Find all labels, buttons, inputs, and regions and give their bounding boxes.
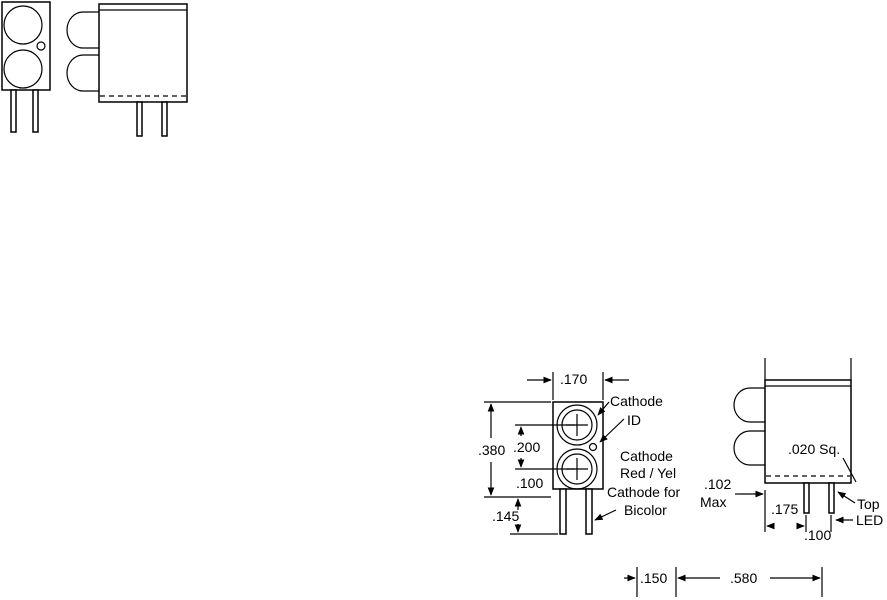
thumbnail-side-view — [66, 3, 188, 137]
dim-145-label: .145 — [492, 508, 519, 524]
cathode-note-line1: Cathode — [620, 448, 673, 464]
thumb-side-lead — [136, 101, 143, 137]
dim-100-left-label: .100 — [516, 475, 543, 491]
front-dimensions: .170 .380 .200 .100 .145 Cathode ID Cath… — [478, 371, 680, 535]
dim-102-label: .102 — [704, 476, 731, 492]
thumb-lead — [32, 89, 39, 133]
max-label: Max — [700, 494, 726, 510]
side-housing — [764, 379, 852, 484]
top-label: Top — [857, 496, 880, 512]
dim-100-right-label: .100 — [804, 527, 831, 543]
dim-380-label: .380 — [478, 442, 505, 458]
dim-170-label: .170 — [560, 371, 587, 387]
thumb-upper-led-lens — [3, 5, 43, 45]
thumbnail-front-view — [1, 1, 51, 133]
cathode-note-line4: Bicolor — [624, 502, 667, 518]
cathode-id-label-line2: ID — [627, 412, 641, 428]
dim-175-label: .175 — [771, 501, 798, 517]
thumb-side-lead — [161, 101, 168, 137]
front-lead — [585, 488, 593, 535]
front-lead — [559, 488, 567, 535]
thumb-lower-led-lens — [3, 49, 43, 89]
front-view — [552, 401, 604, 535]
side-dimensions: .020 Sq. .102 Max .175 .100 Top LED .150… — [624, 441, 883, 597]
thumb-lead — [10, 89, 17, 133]
side-lead — [828, 482, 835, 514]
dim-020-sq-label: .020 Sq. — [788, 441, 840, 457]
cathode-note-line3: Cathode for — [607, 484, 680, 500]
cathode-note-line2: Red / Yel — [620, 465, 676, 481]
cathode-id-dot — [588, 442, 598, 452]
dim-150-label: .150 — [640, 570, 667, 586]
thumb-cathode-id-dot — [36, 41, 46, 51]
side-view — [733, 358, 852, 514]
led-label: LED — [856, 512, 883, 528]
cathode-id-label-line1: Cathode — [610, 393, 663, 409]
dim-580-label: .580 — [730, 570, 757, 586]
side-lead — [803, 482, 810, 514]
dim-200-label: .200 — [513, 439, 540, 455]
